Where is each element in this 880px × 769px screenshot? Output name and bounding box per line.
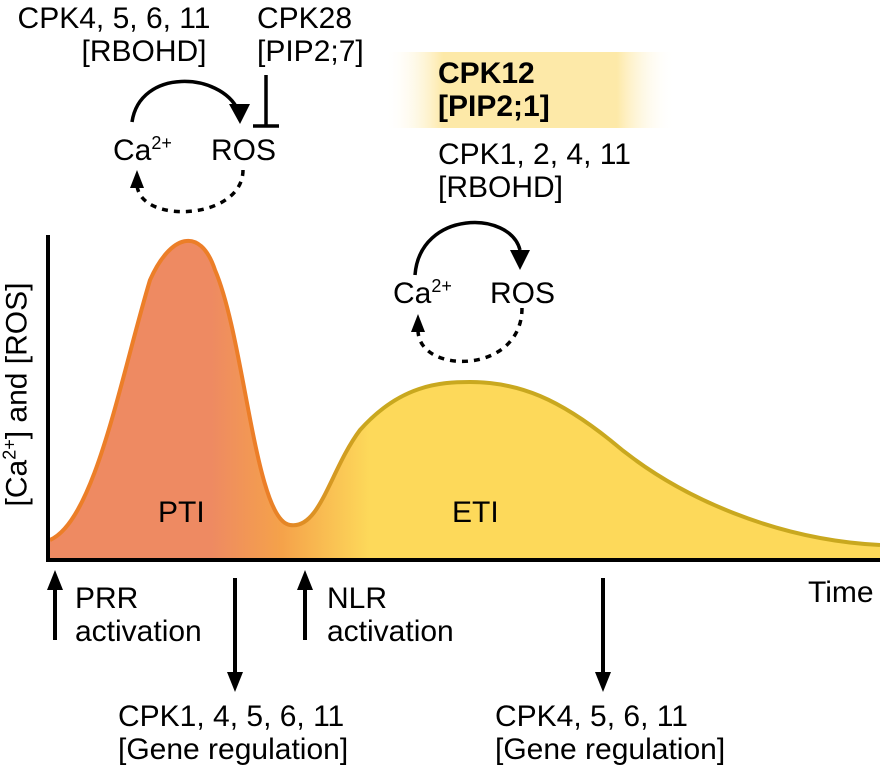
pti-ros-label: ROS (211, 134, 277, 167)
eti-gene-arrowhead (595, 672, 611, 692)
response-curve-outline (49, 238, 880, 547)
prr-arrowhead (47, 570, 63, 590)
eti-cpk12-label: CPK12 [PIP2;1] (438, 57, 550, 123)
pti-ros-to-ca-arrowhead (130, 170, 144, 188)
eti-label: ETI (452, 496, 499, 529)
pti-ca-to-ros-arrow (130, 79, 240, 123)
eti-ros-label: ROS (490, 277, 556, 310)
eti-gene-regulation-label: CPK4, 5, 6, 11 [Gene regulation] (495, 700, 726, 766)
eti-ros-to-ca-dashed-arrow (416, 307, 524, 364)
response-curve (50, 240, 880, 560)
eti-ca-to-ros-arrowhead (510, 250, 530, 270)
pti-gene-arrowhead (227, 672, 243, 692)
cpk12-highlight (385, 52, 675, 128)
prr-activation-label: PRR activation (75, 582, 202, 648)
eti-ros-to-ca-arrowhead (411, 314, 425, 332)
pti-top-left-cpk: CPK4, 5, 6, 11 [RBOHD] (17, 2, 211, 68)
y-axis-label: [Ca2+] and [ROS] (0, 282, 34, 507)
nlr-arrowhead (297, 570, 313, 590)
pti-label: PTI (158, 496, 205, 529)
pti-ros-to-ca-dashed-arrow (135, 169, 245, 214)
x-axis-label: Time (808, 576, 874, 609)
nlr-activation-label: NLR activation (327, 582, 454, 648)
pti-top-right-cpk28: CPK28 [PIP2;7] (257, 2, 364, 68)
pti-gene-regulation-label: CPK1, 4, 5, 6, 11 [Gene regulation] (118, 700, 349, 766)
pti-ca-to-ros-arrowhead (229, 104, 250, 124)
eti-ca-label: Ca2+ (393, 276, 452, 310)
eti-ca-to-ros-arrow (413, 220, 522, 276)
eti-activators-label: CPK1, 2, 4, 11 [RBOHD] (438, 138, 631, 204)
pti-ca-label: Ca2+ (113, 133, 172, 167)
